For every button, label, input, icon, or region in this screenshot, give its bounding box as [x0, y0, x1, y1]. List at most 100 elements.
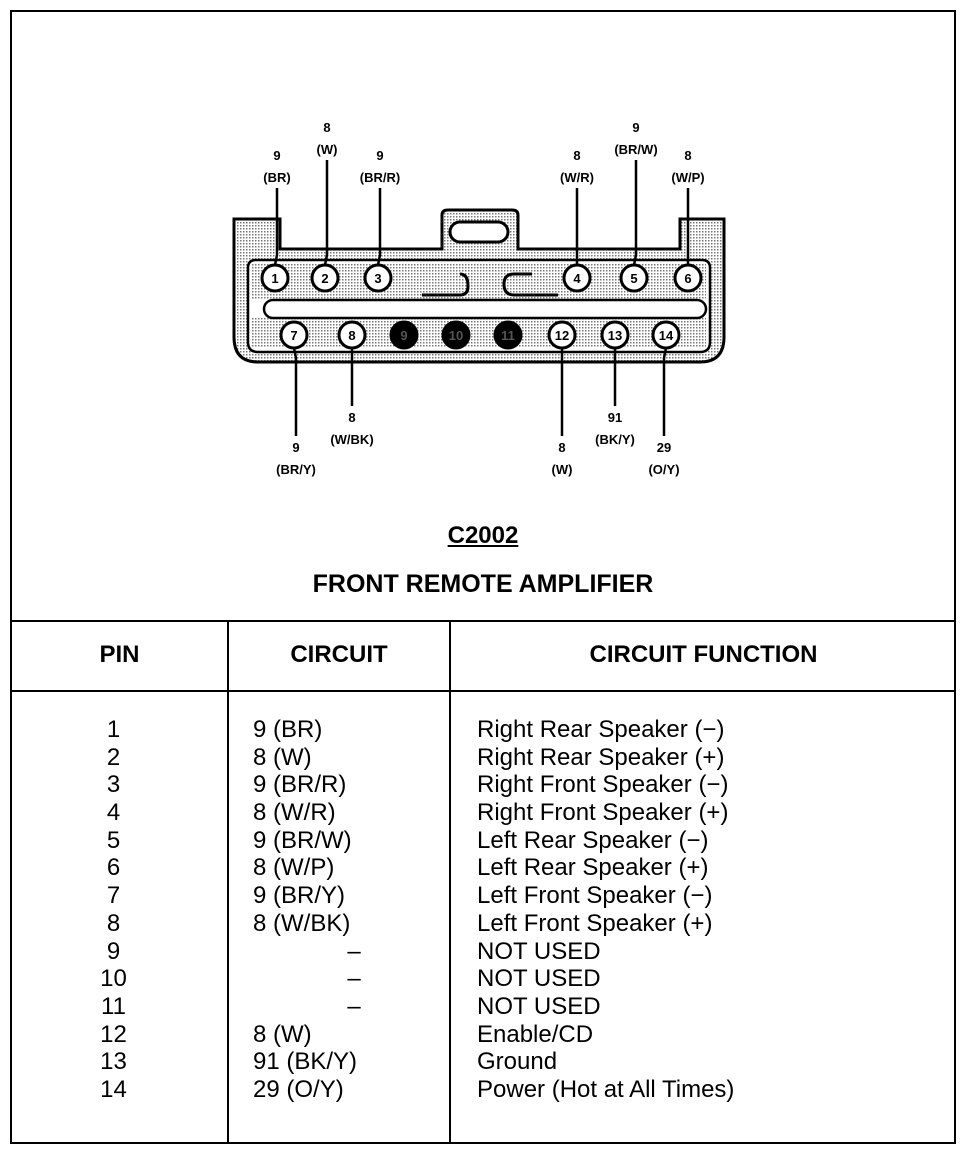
- wire-color-label: (W): [552, 462, 573, 477]
- wire-line: [632, 160, 638, 266]
- table-cell-pin: 12: [100, 1020, 127, 1048]
- table-cell-function: NOT USED: [477, 965, 601, 993]
- key-feature-right: [502, 272, 558, 297]
- pin-6: 8(W/P)6: [671, 148, 705, 293]
- diagram-frame: 9 (BR) 1 8 (W) 2 9(BR/R)3 8 (W/R) 4 9 (BR/W) 5 8(W/P)…: [10, 10, 956, 1144]
- table-cell-circuit: 91 (BK/Y): [253, 1048, 358, 1076]
- table-cell-circuit: 9 (BR/Y): [253, 882, 346, 910]
- pin-number: 11: [501, 328, 515, 343]
- table-cell-circuit: 8 (W): [253, 743, 312, 771]
- table-cell-pin: 2: [106, 743, 121, 771]
- table-cell-function: Right Rear Speaker (−): [477, 716, 725, 743]
- table-cell-function: Enable/CD: [477, 1020, 594, 1048]
- table-cell-pin: 1: [106, 716, 121, 743]
- pin-circle: [600, 320, 630, 350]
- pin-circle: [619, 263, 649, 293]
- pin-circle: [389, 320, 419, 350]
- pin-circle: [279, 320, 309, 350]
- table-cell-circuit: 8 (W/BK): [253, 909, 351, 937]
- circuit-column: CIRCUIT 9 (BR)8 (W)9 (BR/R)8 (W/R)9 (BR/…: [229, 620, 451, 1144]
- circuit-header: CIRCUIT: [229, 620, 449, 692]
- pin-10: 10: [441, 320, 471, 350]
- table-cell-circuit: –: [347, 965, 361, 993]
- pin-number: 12: [555, 328, 569, 343]
- table-cell-circuit: 8 (W): [253, 1020, 312, 1048]
- table-cell-function: Left Rear Speaker (+): [477, 854, 709, 882]
- pin-4: 8 (W/R) 4: [560, 148, 594, 293]
- pin-13: 91 (BK/Y) 13: [595, 320, 635, 447]
- pin-circle: [547, 320, 577, 350]
- wire-line: [323, 160, 329, 266]
- pin-number: 2: [321, 271, 328, 286]
- key-feature-left: [422, 272, 470, 297]
- table-cell-circuit: 29 (O/Y): [253, 1075, 344, 1103]
- pin-2: 8(W)2: [310, 120, 340, 293]
- pin-5: 9 (BR/W) 5: [614, 120, 658, 293]
- pin-number: 14: [659, 328, 674, 343]
- pin-circle: [562, 263, 592, 293]
- connector-illustration: 9 (BR) 1 8 (W) 2 9(BR/R)3 8 (W/R) 4 9 (BR/W) 5 8(W/P)…: [232, 120, 726, 477]
- wire-color-label: (BR/R): [360, 170, 400, 185]
- wire-color-label: (BR): [263, 170, 290, 185]
- pin-circle: [441, 320, 471, 350]
- wire-color-label: (O/Y): [648, 462, 679, 477]
- wire-color-label: (BK/Y): [595, 432, 635, 447]
- table-cell-function: NOT USED: [477, 992, 601, 1020]
- pin-3: 9(BR/R)3: [360, 148, 400, 293]
- function-header: CIRCUIT FUNCTION: [451, 620, 956, 692]
- pin-number: 5: [630, 271, 637, 286]
- wire-color-label: (BR/Y): [276, 462, 316, 477]
- pin-11: 11: [493, 320, 523, 350]
- pin-number: 10: [449, 328, 463, 343]
- table-cell-function: Left Rear Speaker (−): [477, 826, 709, 854]
- pin-number: 7: [290, 328, 297, 343]
- center-rib: [262, 298, 708, 320]
- table-cell-pin: 14: [100, 1075, 127, 1103]
- pin-number: 1: [271, 271, 278, 286]
- table-cell-pin: 4: [106, 799, 121, 827]
- pin-circle: [673, 263, 703, 293]
- table-cell-pin: 9: [106, 937, 121, 965]
- face-shading-lower: [252, 318, 706, 348]
- latch-slot: [448, 220, 510, 244]
- table-cell-function: NOT USED: [477, 937, 601, 965]
- table-cell-circuit: –: [347, 992, 361, 1020]
- wire-circuit-label: 91: [608, 410, 622, 425]
- connector-diagram: 9 (BR) 1 8 (W) 2 9(BR/R)3 8 (W/R) 4 9 (BR/W) 5 8(W/P)…: [12, 12, 954, 622]
- table-cell-circuit: 8 (W/R): [253, 799, 336, 827]
- wire-circuit-label: 9: [273, 148, 280, 163]
- table-cell-circuit: 8 (W/P): [253, 854, 335, 882]
- pin-number: 4: [573, 271, 581, 286]
- pin-number: 13: [608, 328, 622, 343]
- pin-circle: [651, 320, 681, 350]
- wire-circuit-label: 8: [558, 440, 565, 455]
- wire-line: [662, 347, 668, 436]
- table-cell-pin: 5: [106, 826, 121, 854]
- table-cell-function: Right Rear Speaker (+): [477, 743, 725, 771]
- wire-color-label: (BR/W): [614, 142, 657, 157]
- pin-1: 9 (BR) 1: [260, 148, 291, 293]
- pin-9: 9: [389, 320, 419, 350]
- pin-circle: [337, 320, 367, 350]
- wire-circuit-label: 8: [573, 148, 580, 163]
- pin-8: 8(W/BK)8: [330, 320, 374, 447]
- wire-circuit-label: 29: [657, 440, 671, 455]
- table-cell-circuit: –: [347, 937, 361, 965]
- wire-color-label: (W): [317, 142, 338, 157]
- wire-circuit-label: 8: [684, 148, 691, 163]
- table-cell-pin: 7: [106, 882, 121, 910]
- pin-circle: [260, 263, 290, 293]
- table-cell-circuit: 9 (BR/W): [253, 826, 352, 854]
- table-cell-pin: 11: [101, 992, 126, 1020]
- pin-circle: [310, 263, 340, 293]
- wire-circuit-label: 9: [632, 120, 639, 135]
- wire-color-label: (W/R): [560, 170, 594, 185]
- wire-line: [292, 347, 298, 436]
- table-cell-function: Right Front Speaker (−): [477, 771, 729, 799]
- table-cell-function: Left Front Speaker (+): [477, 909, 713, 937]
- function-column: CIRCUIT FUNCTION Right Rear Speaker (−)R…: [451, 620, 956, 1144]
- connector-id-label: C2002: [447, 522, 519, 549]
- pin-number: 8: [348, 328, 355, 343]
